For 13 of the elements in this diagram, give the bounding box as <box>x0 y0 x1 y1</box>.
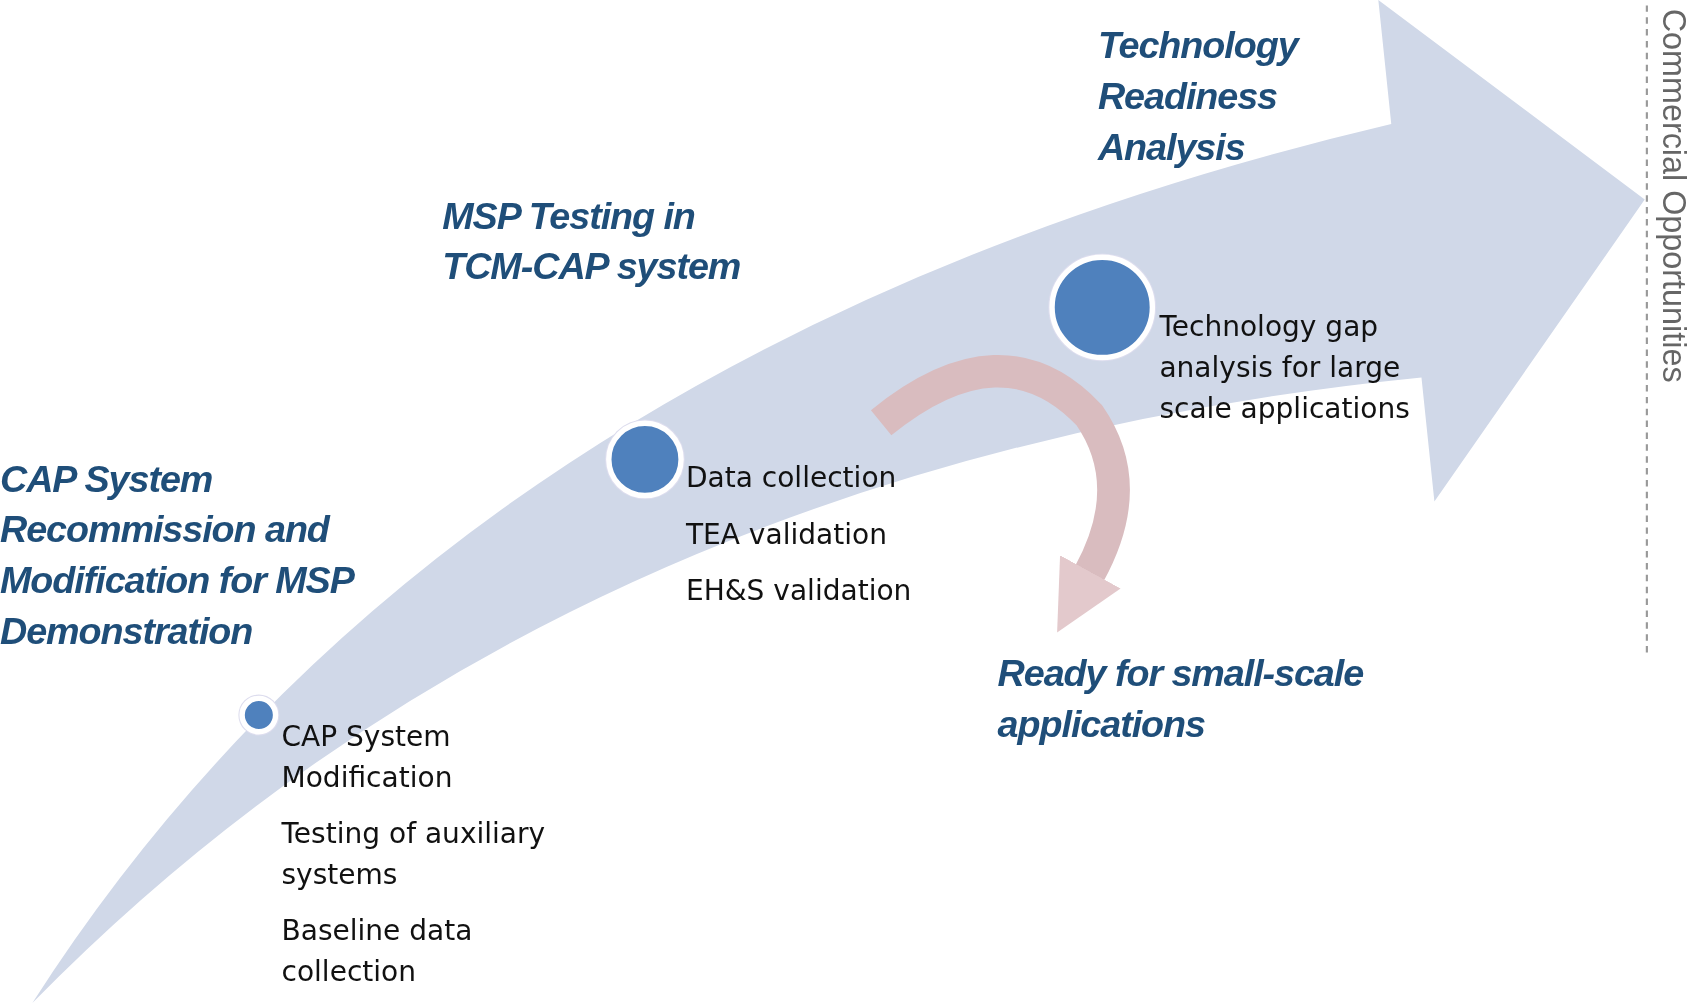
step-text: Data collection <box>685 460 898 496</box>
phase-heading: CAP System Recommission and Modification for MSP Demonstration <box>0 456 355 654</box>
phase-heading: MSP Testing in TCM-CAP system <box>442 193 742 289</box>
step-text: Baseline data collection <box>281 913 474 990</box>
step-text: Technology gap analysis for large scale applications <box>1159 309 1411 427</box>
step-text: CAP System Modification <box>281 719 454 796</box>
outcome-heading: Ready for small-scale applications <box>997 650 1365 747</box>
step-text: TEA validation <box>685 516 888 553</box>
milestone-dot <box>239 695 279 735</box>
step-text: Testing of auxiliary systems <box>281 816 547 893</box>
phase-heading: Technology Readiness Analysis <box>1097 22 1301 170</box>
curved-arrow <box>871 355 1130 634</box>
step-text: EH&S validation <box>685 572 913 609</box>
